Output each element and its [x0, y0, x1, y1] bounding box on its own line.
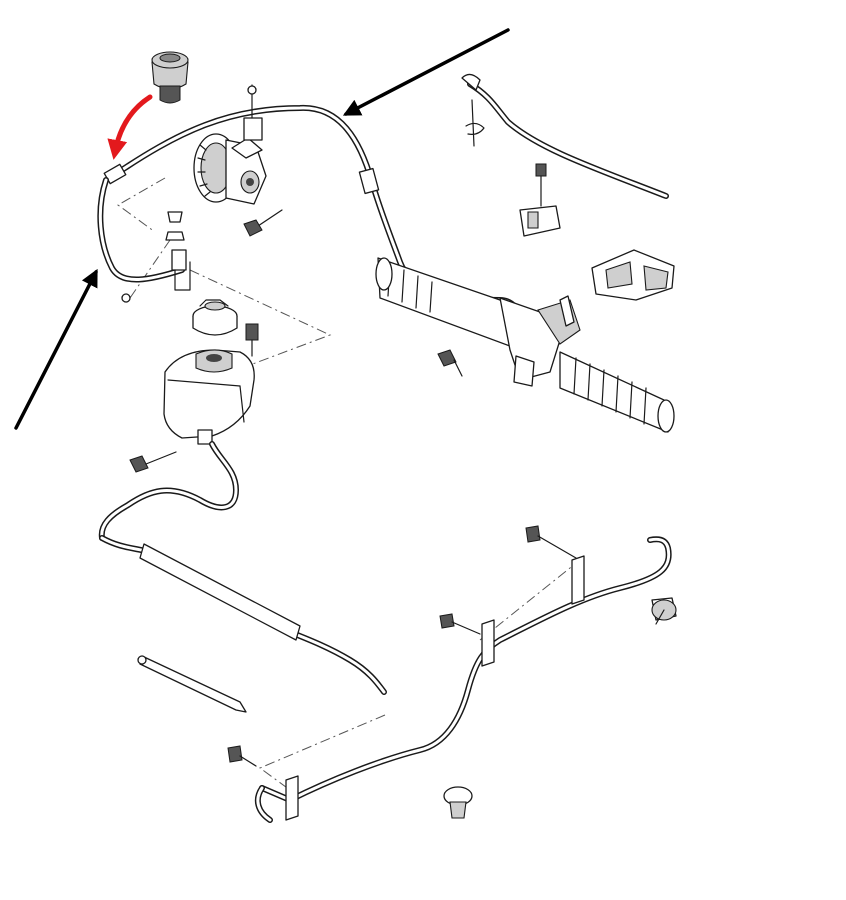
pump-bolt	[243, 209, 283, 237]
pump-fittings	[121, 211, 191, 303]
hose-clip-bracket	[243, 84, 263, 141]
rack-boot	[559, 351, 675, 433]
clamp-bolt	[535, 163, 547, 207]
pressure-hose-arrow	[342, 28, 510, 116]
push-clip-right	[651, 597, 677, 625]
return-hose-left	[97, 177, 185, 283]
reservoir-bolt	[129, 451, 177, 473]
rack-bolt	[437, 349, 463, 377]
reservoir-fitting	[245, 323, 259, 357]
line-brackets	[285, 555, 585, 821]
mounting-bracket	[591, 249, 675, 301]
lower-bolts	[227, 525, 577, 767]
steering-pump	[193, 133, 267, 205]
left-hose-arrow	[14, 268, 98, 430]
steering-rack	[375, 257, 581, 387]
reservoir-return-line	[98, 441, 239, 541]
line-clamp	[519, 205, 561, 237]
reservoir-cap	[192, 299, 238, 336]
push-clip-bottom	[443, 786, 473, 819]
pressure-sensor	[151, 51, 189, 104]
fluid-reservoir	[163, 349, 255, 445]
cable-tie	[137, 655, 247, 713]
feed-line-upper-right	[461, 73, 669, 199]
return-line-lower	[254, 536, 672, 823]
line-clip	[465, 99, 485, 147]
sensor-to-hose-arrow	[107, 94, 153, 160]
cooler-line	[99, 535, 387, 695]
assembly-guide-lines	[117, 177, 581, 791]
